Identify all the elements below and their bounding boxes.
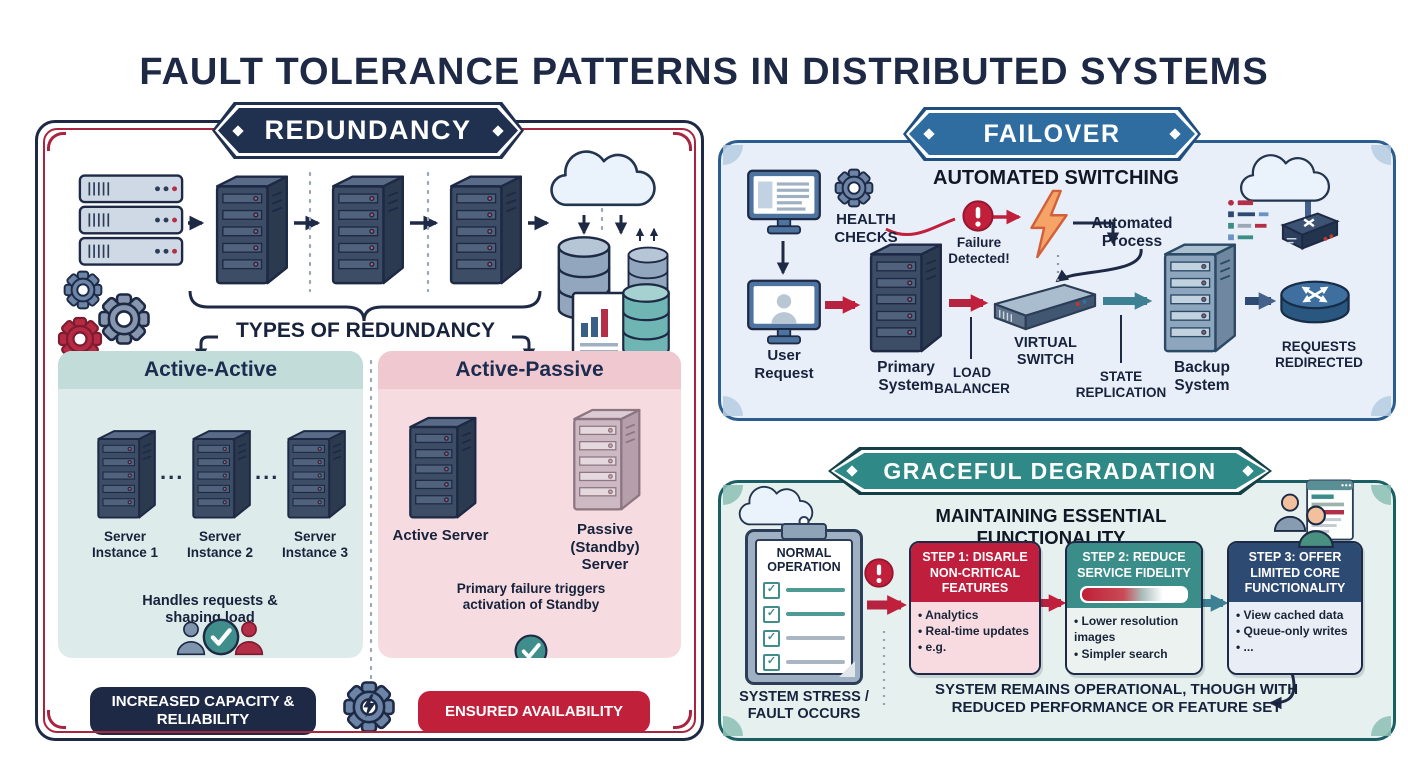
fidelity-progress-bar bbox=[1080, 586, 1188, 604]
active-server-label: Active Server bbox=[392, 527, 489, 544]
graceful-footer: SYSTEM REMAINS OPERATIONAL, THOUGH WITH … bbox=[934, 681, 1299, 716]
step-2-card: STEP 2: REDUCE SERVICE FIDELITY Lower re… bbox=[1065, 541, 1203, 675]
user-icon bbox=[1297, 505, 1335, 549]
cloud-icon bbox=[543, 149, 663, 217]
passive-server-label: Passive (Standby) Server bbox=[570, 521, 640, 574]
corner-decoration bbox=[47, 710, 66, 729]
active-active-title: Active-Active bbox=[58, 351, 363, 389]
redundancy-panel: TYPES OF REDUNDANCY Active-Active ... ..… bbox=[35, 120, 704, 741]
alert-icon bbox=[961, 199, 995, 233]
primary-system-label: Primary System bbox=[877, 359, 935, 395]
ellipsis: ... bbox=[255, 459, 280, 484]
server-instance-1-label: Server Instance 1 bbox=[91, 529, 159, 560]
monitor-user-icon bbox=[746, 279, 822, 347]
automated-process-label: Automated Process bbox=[1091, 215, 1173, 251]
gear-bolt-icon bbox=[341, 679, 397, 735]
failover-subtitle: AUTOMATED SWITCHING bbox=[933, 167, 1179, 189]
active-active-note: Handles requests & shaping load bbox=[142, 593, 278, 627]
increased-capacity-badge: INCREASED CAPACITY & RELIABILITY bbox=[90, 687, 316, 735]
server-rack-icon bbox=[78, 171, 184, 271]
graceful-degradation-panel: MAINTAINING ESSENTIAL FUNCTIONALITY NORM… bbox=[718, 480, 1396, 741]
alert-icon bbox=[863, 557, 895, 589]
primary-system-icon bbox=[863, 235, 945, 355]
graceful-banner: GRACEFUL DEGRADATION bbox=[828, 447, 1272, 495]
step-3-item: View cached data bbox=[1236, 607, 1354, 623]
backup-system-icon bbox=[1157, 235, 1239, 355]
monitor-icon bbox=[746, 169, 822, 237]
step-3-item: ... bbox=[1236, 639, 1354, 655]
failure-detected-label: Failure Detected! bbox=[948, 235, 1010, 266]
server-instance-3-label: Server Instance 3 bbox=[281, 529, 349, 560]
health-checks-label: HEALTH CHECKS bbox=[834, 211, 898, 246]
corner-decoration bbox=[723, 396, 743, 416]
step-1-item: e.g. bbox=[918, 639, 1032, 655]
step-3-title: STEP 3: OFFER LIMITED CORE FUNCTIONALITY bbox=[1229, 543, 1361, 602]
database-icon bbox=[618, 281, 674, 361]
corner-decoration bbox=[673, 132, 692, 151]
server-tower-icon bbox=[92, 421, 158, 523]
ellipsis: ... bbox=[160, 459, 185, 484]
virtual-switch-icon bbox=[991, 281, 1099, 333]
user-request-label: User Request bbox=[754, 347, 814, 382]
active-server-icon bbox=[402, 409, 480, 521]
active-active-box: Active-Active ... ... Server Instance 1 … bbox=[58, 351, 363, 658]
corner-decoration bbox=[673, 710, 692, 729]
redundancy-banner: REDUNDANCY bbox=[212, 102, 524, 159]
clipboard-clip bbox=[781, 523, 827, 540]
server-instance-2-label: Server Instance 2 bbox=[186, 529, 254, 560]
state-replication-label: STATE REPLICATION bbox=[1075, 369, 1167, 400]
checklist-paper: NORMAL OPERATION bbox=[755, 539, 855, 677]
server-tower-icon bbox=[442, 167, 526, 287]
gear-icon bbox=[96, 291, 152, 347]
normal-operation-label: NORMAL OPERATION bbox=[767, 546, 841, 575]
clipboard-icon: NORMAL OPERATION bbox=[745, 516, 863, 685]
network-device-icon bbox=[1280, 212, 1340, 251]
corner-decoration bbox=[1371, 396, 1391, 416]
corner-decoration bbox=[1371, 145, 1391, 165]
failover-panel: AUTOMATED SWITCHING HEALTH CHECKS User R… bbox=[718, 140, 1396, 421]
passive-server-icon bbox=[566, 401, 644, 513]
corner-decoration bbox=[723, 145, 743, 165]
system-stress-label: SYSTEM STRESS / FAULT OCCURS bbox=[739, 689, 869, 723]
active-passive-note: Primary failure triggers activation of S… bbox=[456, 581, 606, 612]
router-icon bbox=[1277, 273, 1353, 331]
server-tower-icon bbox=[282, 421, 348, 523]
active-passive-title: Active-Passive bbox=[378, 351, 681, 389]
checkbox-icon bbox=[763, 581, 780, 599]
server-tower-icon bbox=[324, 167, 408, 287]
corner-decoration bbox=[47, 132, 66, 151]
server-tower-icon bbox=[187, 421, 253, 523]
checkbox-icon bbox=[763, 653, 780, 671]
step-2-title: STEP 2: REDUCE SERVICE FIDELITY bbox=[1077, 550, 1191, 580]
server-tower-icon bbox=[208, 167, 292, 287]
active-passive-box: Active-Passive Active Server Passive (St… bbox=[378, 351, 681, 658]
ensured-availability-badge: ENSURED AVAILABILITY bbox=[418, 691, 650, 733]
virtual-switch-label: VIRTUAL SWITCH bbox=[1014, 335, 1077, 369]
page-title: FAULT TOLERANCE PATTERNS IN DISTRIBUTED … bbox=[139, 51, 1269, 94]
gear-icon bbox=[833, 167, 875, 209]
step-3-card: STEP 3: OFFER LIMITED CORE FUNCTIONALITY… bbox=[1227, 541, 1363, 675]
config-list-icon bbox=[1228, 199, 1269, 241]
corner-decoration bbox=[1371, 716, 1391, 736]
types-of-redundancy-label: TYPES OF REDUNDANCY bbox=[235, 319, 496, 342]
load-balancer-label: LOAD BALANCER bbox=[934, 365, 1010, 396]
step-1-item: Real-time updates bbox=[918, 623, 1032, 639]
corner-decoration bbox=[1371, 485, 1391, 505]
step-2-item: Simpler search bbox=[1074, 646, 1194, 662]
step-1-item: Analytics bbox=[918, 607, 1032, 623]
step-1-card: STEP 1: DISARLE NON-CRITICAL FEATURES An… bbox=[909, 541, 1041, 675]
lightning-icon bbox=[1027, 189, 1071, 259]
step-1-title: STEP 1: DISARLE NON-CRITICAL FEATURES bbox=[911, 543, 1039, 602]
requests-redirected-label: REQUESTS REDIRECTED bbox=[1275, 339, 1363, 370]
checkbox-icon bbox=[763, 629, 780, 647]
check-icon bbox=[513, 633, 549, 658]
check-icon bbox=[201, 617, 241, 657]
failover-banner: FAILOVER bbox=[903, 107, 1201, 161]
step-2-item: Lower resolution images bbox=[1074, 613, 1194, 645]
backup-system-label: Backup System bbox=[1174, 359, 1230, 395]
checkbox-icon bbox=[763, 605, 780, 623]
step-3-item: Queue-only writes bbox=[1236, 623, 1354, 639]
users-check-icon bbox=[176, 617, 268, 658]
